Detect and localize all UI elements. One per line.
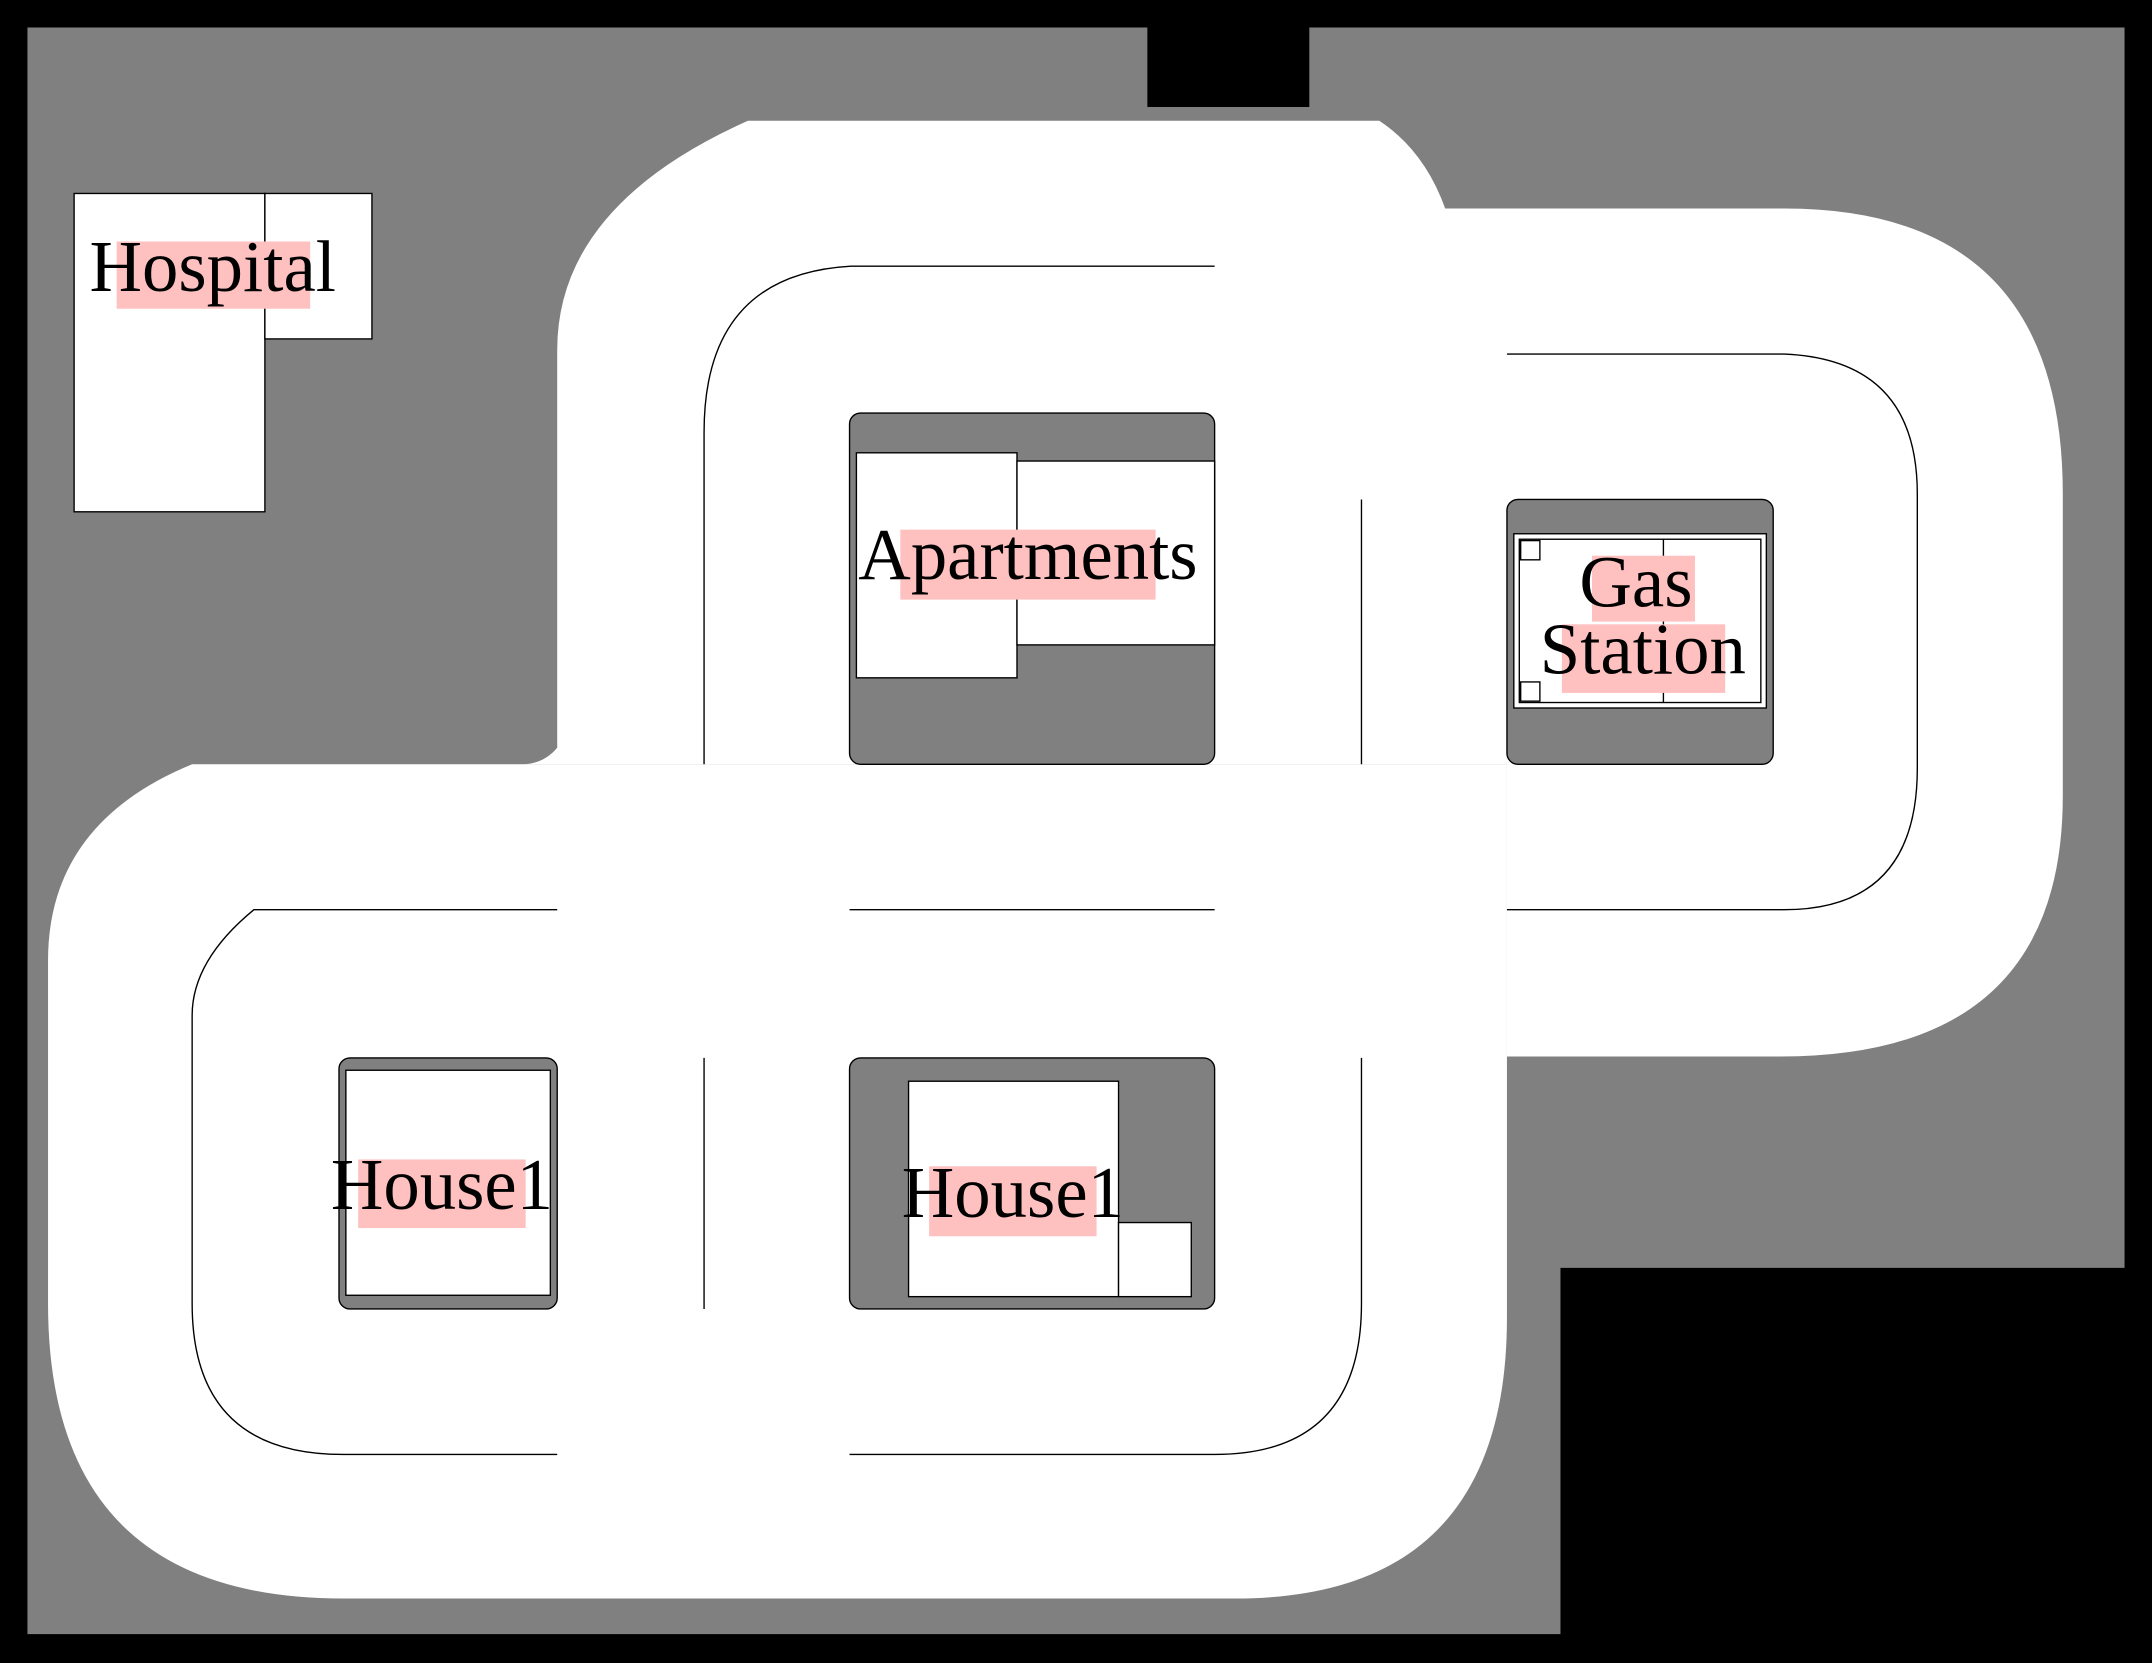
apartments-building[interactable]: Apartments	[855, 452, 1216, 679]
gas-station-building[interactable]: Gas Station	[1513, 533, 1768, 709]
house-west-label: House1	[331, 1144, 553, 1225]
lane-lines	[191, 265, 1918, 1456]
hospital-label: Hospital	[90, 226, 336, 307]
hospital-building[interactable]: Hospital	[73, 192, 373, 513]
hospital-label-highlight	[116, 241, 311, 309]
gas-station-label-highlight-2	[1561, 624, 1726, 693]
apartments-label: Apartments	[858, 514, 1197, 595]
apartments-label-highlight	[900, 529, 1156, 600]
gas-station-label-line2: Station	[1540, 609, 1746, 690]
house-center-label-highlight	[929, 1166, 1097, 1237]
gas-station-label-line1: Gas	[1579, 541, 1692, 622]
house-west-label-highlight	[358, 1159, 526, 1229]
house-west-building[interactable]: House1	[331, 1069, 553, 1296]
house-center-label: House1	[902, 1152, 1124, 1233]
gas-station-label-highlight	[1592, 555, 1695, 622]
house-center-building[interactable]: House1	[902, 1080, 1192, 1298]
